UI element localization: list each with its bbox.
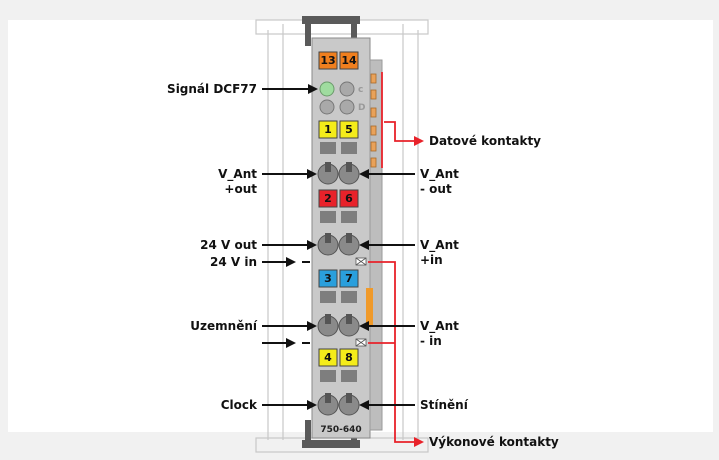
terminal-4-label: 4 <box>324 351 332 364</box>
terminal-5-label: 5 <box>345 123 353 136</box>
terminal-8: 8 <box>339 348 359 367</box>
data-contact-tabs <box>370 73 377 168</box>
terminal-1-label: 1 <box>324 123 332 136</box>
terminal-7-label: 7 <box>345 272 353 285</box>
label-24v-in: 24 V in <box>210 255 257 269</box>
terminal-5: 5 <box>339 120 359 139</box>
power-contact-strip <box>366 288 373 326</box>
label-clock: Clock <box>221 398 258 412</box>
data-contacts-bracket <box>381 72 424 168</box>
led-mark-d: D <box>358 103 365 113</box>
label-power-contacts: Výkonové kontakty <box>429 435 559 449</box>
terminal-3: 3 <box>318 269 338 288</box>
label-v-ant-plus-out: V_Ant <box>218 167 257 182</box>
terminal-3-label: 3 <box>324 272 332 285</box>
clamp-pair-1 <box>317 162 360 185</box>
terminal-4: 4 <box>318 348 338 367</box>
label-v-ant-plus-in: V_Ant <box>420 238 459 253</box>
model-label: 750-640 <box>320 425 361 435</box>
release-slots <box>320 142 357 382</box>
label-v-ant-minus-in-sub: - in <box>420 334 442 348</box>
power-contact-markers <box>355 257 367 347</box>
label-data-contacts: Datové kontakty <box>429 134 541 148</box>
label-shield: Stínění <box>420 398 469 412</box>
terminal-14-label: 14 <box>341 54 357 67</box>
label-v-ant-minus-out-sub: - out <box>420 182 452 196</box>
right-arrows <box>359 169 415 410</box>
terminal-6-label: 6 <box>345 192 353 205</box>
terminal-1: 1 <box>318 120 338 139</box>
clamp-pair-4 <box>317 393 360 416</box>
led-signal <box>319 81 335 97</box>
led-4 <box>339 99 355 115</box>
label-v-ant-plus-in-sub: +in <box>420 253 443 267</box>
terminal-8-label: 8 <box>345 351 353 364</box>
label-signal: Signál DCF77 <box>167 82 257 96</box>
terminal-6: 6 <box>339 189 359 208</box>
left-arrows <box>262 84 318 410</box>
power-contacts-bracket <box>368 261 424 447</box>
terminal-13-label: 13 <box>320 54 335 67</box>
led-3 <box>319 99 335 115</box>
label-v-ant-minus-in: V_Ant <box>420 319 459 334</box>
led-mark-c: c <box>358 85 363 95</box>
terminal-2-label: 2 <box>324 192 332 205</box>
led-2 <box>339 81 355 97</box>
terminal-2: 2 <box>318 189 338 208</box>
left-dashes <box>302 261 310 344</box>
terminal-7: 7 <box>339 269 359 288</box>
terminal-13: 13 <box>318 51 338 70</box>
label-ground: Uzemnění <box>190 319 258 333</box>
clamp-pair-3 <box>317 314 360 337</box>
label-24v-out: 24 V out <box>200 238 257 252</box>
label-v-ant-plus-out-sub: +out <box>224 182 257 196</box>
label-v-ant-minus-out: V_Ant <box>420 167 459 182</box>
terminal-14: 14 <box>339 51 359 70</box>
